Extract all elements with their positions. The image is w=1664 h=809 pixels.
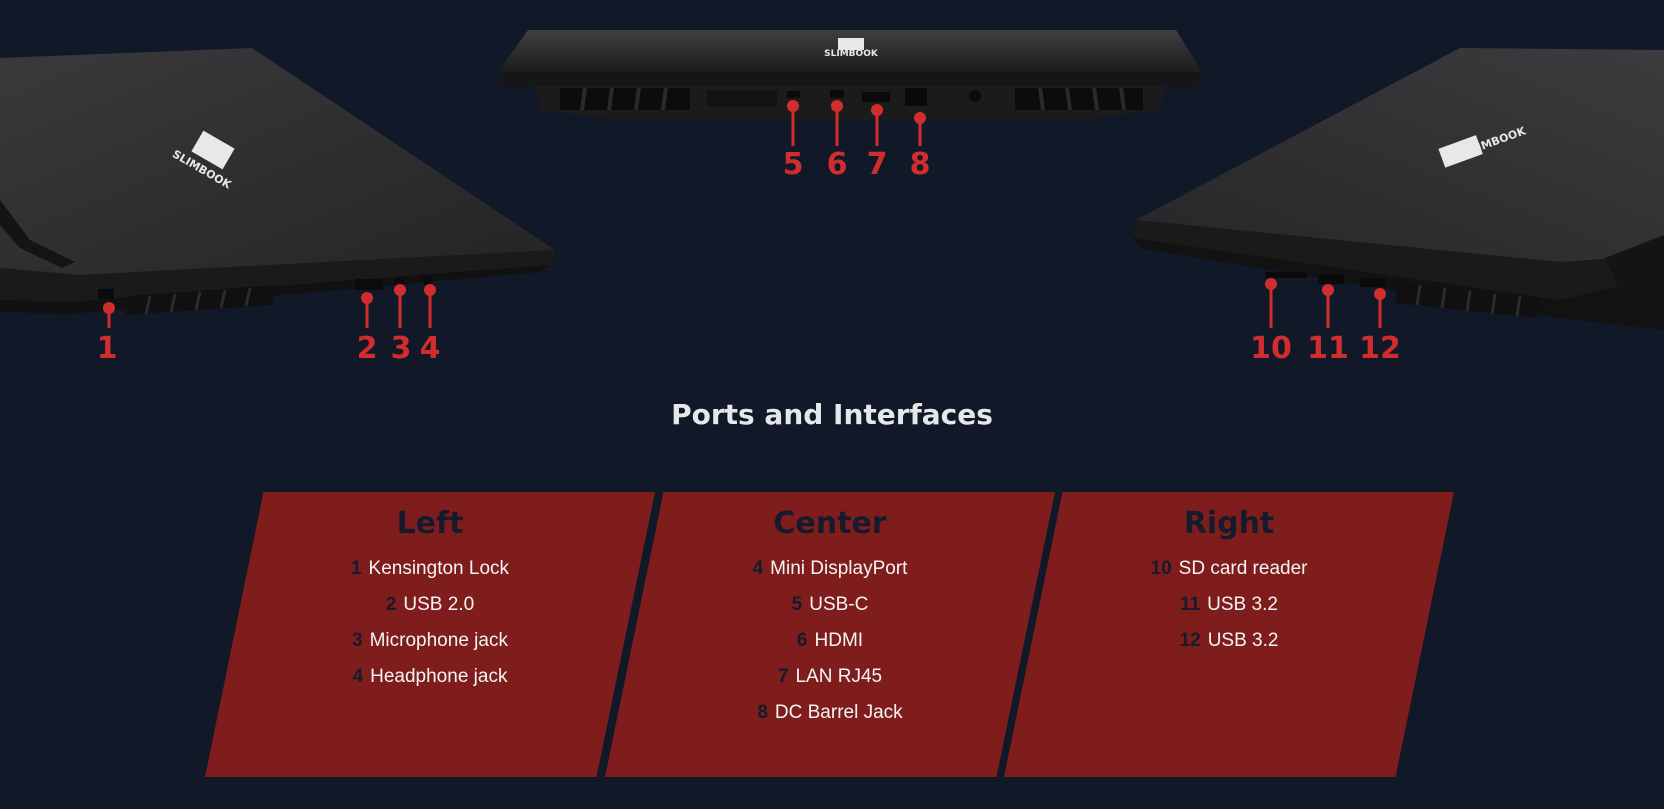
port-item: 7 LAN RJ45 [605, 659, 1055, 695]
port-label: SD card reader [1178, 558, 1308, 579]
port-number: 2 [385, 594, 397, 615]
callout-4: 4 [420, 331, 441, 366]
laptop-left-view: SLIMBOOK [0, 48, 555, 315]
callout-10: 10 [1250, 331, 1292, 366]
port-item: 10 SD card reader [1004, 551, 1454, 587]
back-vent-left [560, 87, 690, 111]
port-label: USB 2.0 [403, 594, 475, 615]
back-vent-right [1015, 87, 1143, 111]
port-list-center: 4 Mini DisplayPort 5 USB-C 6 HDMI 7 LAN RJ45… [605, 551, 1055, 731]
dc-jack [969, 90, 981, 102]
port-label: LAN RJ45 [795, 666, 883, 687]
port-label: Mini DisplayPort [770, 558, 908, 579]
callouts [103, 100, 1386, 328]
laptop-back-view: SLIMBOOK [498, 30, 1202, 120]
port-label: USB-C [809, 594, 869, 615]
logo-back: SLIMBOOK [824, 38, 879, 59]
section-title: Ports and Interfaces [671, 398, 993, 431]
port-item: 5 USB-C [605, 587, 1055, 623]
port-item: 8 DC Barrel Jack [605, 695, 1055, 731]
right-vent [1395, 283, 1540, 318]
panel-background [205, 492, 655, 777]
port-label: USB 3.2 [1207, 594, 1278, 615]
port-number: 12 [1179, 630, 1201, 651]
panel-left: Left 1 Kensington Lock 2 USB 2.0 3 Micropho… [205, 492, 655, 777]
panel-heading-right: Right [1183, 506, 1275, 541]
port-number: 7 [777, 666, 789, 687]
callout-3: 3 [391, 331, 412, 366]
usb-port-b [1360, 278, 1386, 287]
usb-c-port [787, 91, 800, 98]
callout-8: 8 [910, 147, 931, 182]
callout-7: 7 [867, 147, 888, 182]
port-list-left: 1 Kensington Lock 2 USB 2.0 3 Microphone ja… [205, 551, 655, 695]
panel-background [1004, 492, 1454, 777]
lan-port [905, 88, 927, 106]
left-vent [126, 285, 275, 315]
port-item: 4 Mini DisplayPort [605, 551, 1055, 587]
port-label: Headphone jack [370, 666, 508, 687]
hdmi-port [862, 92, 890, 102]
port-label: Kensington Lock [368, 558, 510, 579]
port-item: 1 Kensington Lock [205, 551, 655, 587]
back-grille [707, 90, 777, 106]
port-number: 4 [352, 666, 364, 687]
callout-1: 1 [97, 331, 118, 366]
headphone-jack [422, 275, 432, 285]
port-item: 3 Microphone jack [205, 623, 655, 659]
sd-card-slot [1265, 272, 1307, 278]
port-number: 5 [791, 594, 803, 615]
laptop-right-view: SLIMBOOK [1132, 48, 1664, 330]
port-item: 6 HDMI [605, 623, 1055, 659]
svg-text:SLIMBOOK: SLIMBOOK [824, 49, 879, 59]
callout-6: 6 [827, 147, 848, 182]
callout-11: 11 [1307, 331, 1349, 366]
port-label: HDMI [814, 630, 864, 651]
port-number: 1 [350, 558, 362, 579]
panel-heading-center: Center [773, 506, 887, 541]
callout-2: 2 [357, 331, 378, 366]
kensington-slot [98, 289, 114, 299]
hdmi-port-small [830, 90, 844, 98]
port-number: 6 [796, 630, 808, 651]
callout-12: 12 [1359, 331, 1401, 366]
port-label: DC Barrel Jack [774, 702, 903, 723]
usb-port-a [1318, 275, 1344, 284]
port-item: 11 USB 3.2 [1004, 587, 1454, 623]
panel-background [605, 492, 1055, 777]
usb-port [355, 279, 383, 290]
port-item: 12 USB 3.2 [1004, 623, 1454, 659]
port-label: Microphone jack [369, 630, 508, 651]
port-item: 2 USB 2.0 [205, 587, 655, 623]
callout-5: 5 [783, 147, 804, 182]
laptop-port-illustration: SLIMBOOK SLIMBOOK [0, 30, 1664, 366]
port-number: 10 [1150, 558, 1172, 579]
port-number: 8 [757, 702, 768, 723]
port-item: 4 Headphone jack [205, 659, 655, 695]
port-number: 3 [352, 630, 363, 651]
panel-heading-left: Left [396, 506, 464, 541]
port-number: 11 [1180, 594, 1201, 615]
port-label: USB 3.2 [1207, 630, 1279, 651]
port-number: 4 [752, 558, 764, 579]
